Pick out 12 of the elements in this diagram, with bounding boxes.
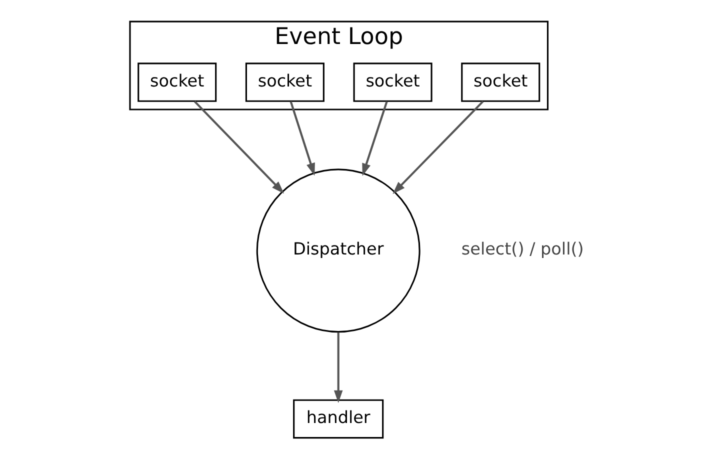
arrow xyxy=(333,332,342,402)
arrow xyxy=(289,100,314,176)
arrow xyxy=(362,100,388,176)
node-box: socket xyxy=(244,62,324,102)
node-circle: Dispatcher xyxy=(256,168,420,332)
node-box: handler xyxy=(292,398,384,438)
label: select() / poll() xyxy=(460,238,584,258)
node-box: socket xyxy=(460,62,540,102)
arrow xyxy=(392,100,484,194)
arrow xyxy=(193,100,284,194)
node-box: socket xyxy=(137,62,216,102)
node-box: socket xyxy=(352,62,432,102)
